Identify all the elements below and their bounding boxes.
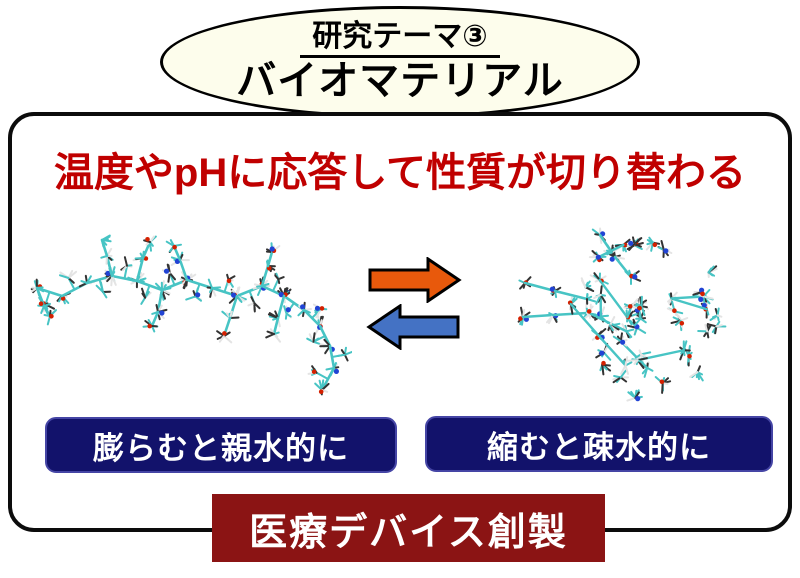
research-theme-banner: 研究テーマ③ バイオマテリアル — [160, 6, 640, 118]
molecule-extended-chain-image — [30, 234, 352, 396]
medical-device-label: 医療デバイス創製 — [212, 494, 605, 562]
molecule-collapsed-globule-image — [517, 227, 727, 402]
backward-arrow-icon — [366, 304, 460, 350]
forward-arrow-icon — [368, 257, 462, 303]
swell-hydrophilic-label: 膨らむと親水的に — [45, 417, 397, 473]
banner-subtitle: 研究テーマ③ — [300, 20, 500, 58]
headline: 温度やpHに応答して性質が切り替わる — [53, 151, 747, 195]
shrink-hydrophobic-label: 縮むと疎水的に — [425, 416, 773, 472]
banner-title: バイオマテリアル — [236, 58, 564, 103]
